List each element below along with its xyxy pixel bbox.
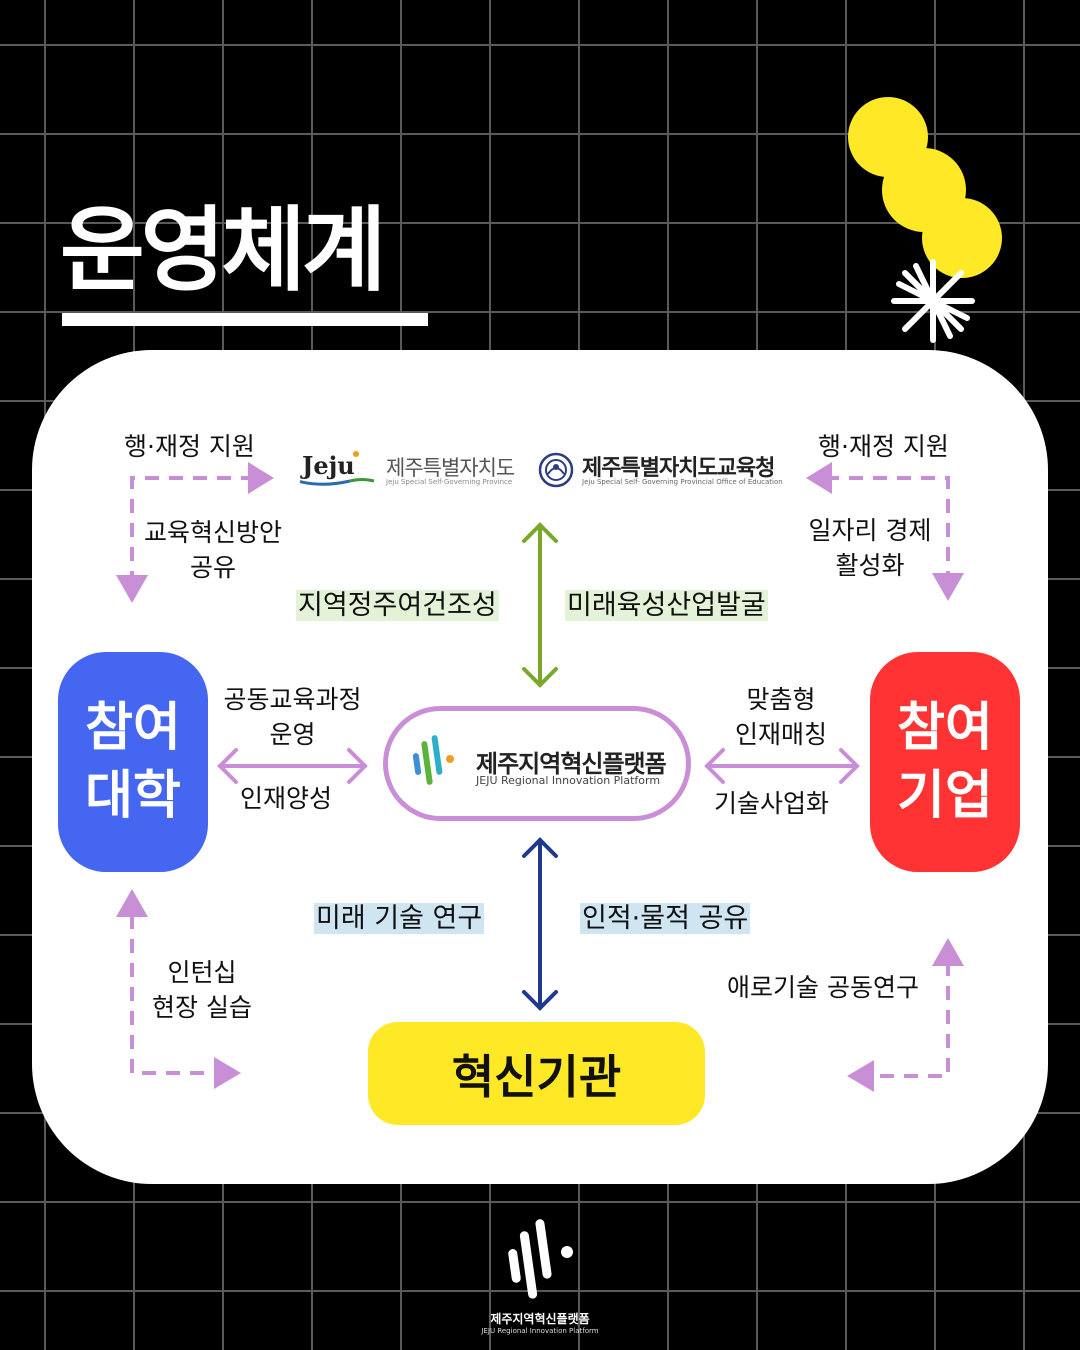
arrowhead-left-icon	[847, 1060, 874, 1092]
arrowhead-right-icon	[248, 462, 274, 494]
node-regional-innovation-platform: 제주지역혁신플랫폼 JEJU Regional Innovation Platf…	[383, 706, 691, 821]
purple-double-arrow-right	[704, 748, 860, 784]
label-admin-support-right: 행·재정 지원	[818, 432, 949, 461]
label-tech-commercialization: 기술사업화	[714, 789, 830, 818]
dashed-arrow-bottom-right	[874, 962, 950, 1078]
dashed-arrow-top-right	[832, 476, 950, 585]
platform-logo-icon	[412, 735, 454, 785]
arrowhead-up-icon	[932, 938, 964, 966]
label-edu-share: 교육혁신방안 공유	[143, 518, 282, 582]
education-office-emblem-icon	[538, 452, 574, 488]
label-settlement: 지역정주여건조성	[296, 590, 499, 621]
sparkle-icon	[891, 259, 975, 343]
purple-double-arrow-left	[217, 748, 368, 784]
label-joint-curriculum: 공동교육과정 운영	[223, 685, 362, 749]
platform-subtitle: JEJU Regional Innovation Platform	[476, 774, 661, 787]
title-underline	[62, 313, 428, 326]
arrowhead-up-icon	[116, 889, 148, 917]
label-resource-share: 인적·물적 공유	[580, 903, 751, 934]
arrowhead-down-icon	[116, 575, 148, 603]
province-subtitle: Jeju Special Self-Governing Province	[386, 478, 513, 486]
svg-text:Jeju: Jeju	[300, 451, 355, 480]
arrowhead-down-icon	[932, 573, 964, 601]
page-title: 운영체계	[60, 197, 387, 304]
label-custom-matching: 맞춤형 인재매칭	[734, 685, 827, 749]
label-bottleneck-research: 애로기술 공동연구	[727, 973, 919, 1002]
node-participating-company: 참여 기업	[870, 652, 1020, 872]
navy-double-arrow	[522, 837, 558, 1011]
label-future-industry: 미래육성산업발굴	[565, 590, 768, 621]
node-innovation-institution: 혁신기관	[368, 1022, 705, 1125]
decoration-circles-icon	[848, 97, 1002, 343]
label-future-tech: 미래 기술 연구	[314, 903, 485, 934]
footer-name: 제주지역혁신플랫폼	[490, 1312, 590, 1326]
footer-logo-icon	[508, 1219, 573, 1299]
node-participating-university: 참여 대학	[58, 652, 208, 872]
label-internship: 인턴십 현장 실습	[152, 958, 252, 1022]
arrowhead-right-icon	[214, 1057, 241, 1089]
jeju-logo-icon: Jeju	[300, 451, 375, 486]
label-admin-support-left: 행·재정 지원	[124, 432, 255, 461]
education-office-subtitle: Jeju Special Self- Governing Provincial …	[582, 478, 783, 486]
education-office-name: 제주특별자치도교육청	[582, 456, 775, 481]
label-talent-development: 인재양성	[240, 784, 333, 813]
footer-subtitle: JEJU Regional Innovation Platform	[481, 1327, 599, 1335]
dashed-arrow-bottom-left	[130, 915, 214, 1075]
platform-name: 제주지역혁신플랫폼	[476, 750, 667, 778]
arrowhead-left-icon	[806, 462, 832, 494]
dashed-arrow-top-left	[130, 476, 248, 585]
label-jobs: 일자리 경제 활성화	[808, 516, 932, 580]
green-double-arrow	[522, 522, 558, 688]
province-name: 제주특별자치도	[386, 456, 515, 480]
